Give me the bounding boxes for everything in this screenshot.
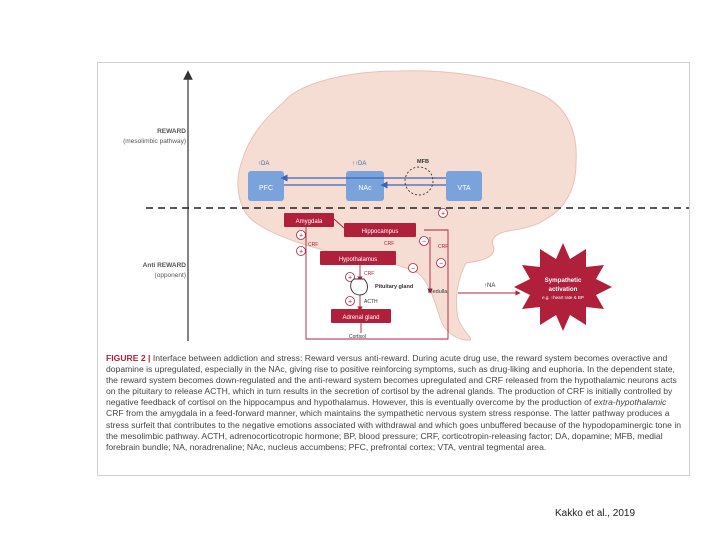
- nac-label: NAc: [358, 185, 372, 192]
- caption-text-part2: CRF from the amygdala in a feed-forward …: [106, 408, 682, 452]
- svg-text:+: +: [299, 249, 303, 256]
- adrenal-box: [331, 309, 391, 323]
- pfc-label: PFC: [259, 185, 273, 192]
- plus-marker: +: [296, 246, 306, 256]
- acth-label: ACTH: [364, 299, 378, 305]
- caption-label: FIGURE 2 |: [106, 353, 151, 363]
- da-nac-label: ↑↑DA: [352, 161, 366, 167]
- reward-title: REWARD: [157, 128, 186, 135]
- pituitary-label: Pituitary gland: [375, 284, 413, 290]
- vta-label: VTA: [457, 185, 470, 192]
- hippocampus-box: [344, 223, 416, 237]
- amygdala-feedforward: [333, 218, 345, 229]
- plus-marker: +: [345, 296, 355, 306]
- brain-silhouette: [237, 70, 577, 341]
- pituitary-shape: [350, 278, 368, 296]
- da-pfc-label: ↑DA: [258, 161, 269, 167]
- reward-subtitle: (mesolimbic pathway): [123, 138, 186, 145]
- sympathetic-line3: e.g. ↑heart rate & BP: [542, 295, 584, 300]
- hypothalamus-box: [320, 251, 396, 265]
- plus-marker: +: [345, 272, 355, 282]
- svg-text:+: +: [348, 299, 352, 306]
- vta-box: [446, 171, 482, 201]
- amygdala-label: Amygdala: [296, 219, 323, 225]
- minus-marker: −: [408, 263, 418, 273]
- svg-text:−: −: [439, 261, 443, 268]
- sympathetic-line2: activation: [549, 286, 578, 293]
- caption-emphasis: extra-hypothalamic: [593, 397, 667, 408]
- sympathetic-starburst: [514, 243, 612, 331]
- hypothalamus-label: Hypothalamus: [339, 257, 377, 263]
- plus-marker: +: [296, 230, 306, 240]
- figure-frame: REWARD (mesolimbic pathway) Anti REWARD …: [97, 62, 690, 476]
- svg-text:+: +: [348, 275, 352, 282]
- minus-marker: −: [436, 258, 446, 268]
- svg-text:−: −: [411, 266, 415, 273]
- adrenal-label: Adrenal gland: [342, 315, 379, 321]
- sympathetic-line1: Sympathetic: [545, 277, 582, 284]
- svg-text:+: +: [299, 233, 303, 240]
- crf-label-medulla: CRF: [438, 244, 448, 250]
- na-label: ↑NA: [484, 283, 495, 289]
- cortisol-label: Cortisol: [349, 334, 366, 340]
- brain-diagram: REWARD (mesolimbic pathway) Anti REWARD …: [123, 70, 689, 341]
- svg-text:+: +: [441, 211, 445, 218]
- feedback-loop: [305, 227, 449, 340]
- pfc-box: [248, 171, 284, 201]
- anti-reward-title: Anti REWARD: [143, 262, 187, 269]
- anti-reward-subtitle: (opponent): [155, 272, 186, 279]
- figure-caption: FIGURE 2 | Interface between addiction a…: [106, 353, 682, 453]
- plus-marker: +: [438, 208, 448, 218]
- crf-label-hippocampus: CRF: [384, 241, 394, 247]
- hippocampus-label: Hippocampus: [362, 229, 399, 235]
- svg-text:−: −: [422, 239, 426, 246]
- crf-label-amygdala: CRF: [308, 242, 318, 248]
- amygdala-box: [284, 213, 334, 227]
- caption-text-part1: Interface between addiction and stress: …: [106, 353, 677, 408]
- citation-credit: Kakko et al., 2019: [555, 508, 636, 519]
- mfb-circle: [404, 166, 434, 196]
- mfb-label: MFB: [417, 159, 429, 165]
- crf-label-hypothalamus: CRF: [364, 271, 374, 277]
- minus-marker: −: [419, 236, 429, 246]
- medulla-label: Medulla: [428, 289, 448, 295]
